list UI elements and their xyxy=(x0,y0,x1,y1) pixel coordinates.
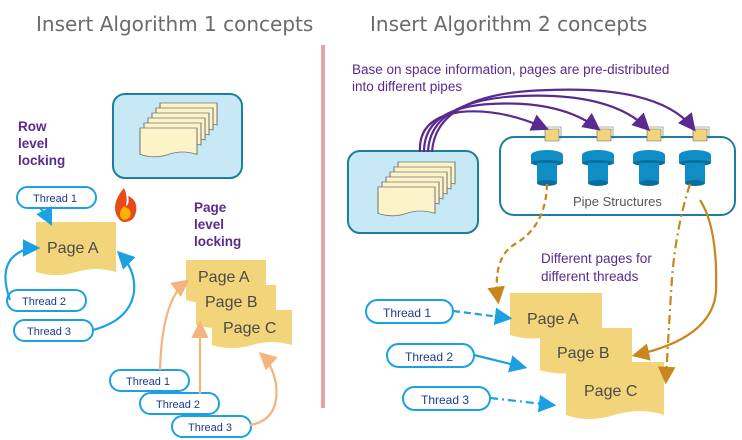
arrow-pipe1-page-a xyxy=(487,183,549,305)
page-a-label: Page A xyxy=(47,240,99,257)
left-title: Insert Algorithm 1 concepts xyxy=(36,12,313,36)
arrow-pipe4-page-b xyxy=(631,199,718,361)
left-page-c xyxy=(212,310,292,348)
distribution-arrows xyxy=(418,88,696,153)
svg-text:Thread 2: Thread 2 xyxy=(156,399,200,411)
left-page-a-label: Page A xyxy=(198,269,250,286)
svg-text:Thread 3: Thread 3 xyxy=(27,326,71,338)
arrow-page-t1 xyxy=(158,279,190,371)
svg-text:Thread 1: Thread 1 xyxy=(33,193,77,205)
fire-icon xyxy=(115,188,137,222)
arrow-right-t2 xyxy=(473,353,528,373)
right-page-a-label: Page A xyxy=(527,311,579,328)
pipe-structures-label: Pipe Structures xyxy=(573,194,662,209)
page-thread-2: Thread 2 xyxy=(139,392,220,415)
page-thread-1: Thread 1 xyxy=(109,369,190,392)
arrow-row-t3 xyxy=(92,250,136,332)
arrow-right-t3 xyxy=(489,394,557,413)
arrow-row-t1 xyxy=(36,206,52,226)
row-level-locking-label: Row level locking xyxy=(18,119,65,168)
arrow-row-t2 xyxy=(4,239,41,301)
row-thread-2: Thread 2 xyxy=(6,289,87,312)
svg-text:Thread 3: Thread 3 xyxy=(421,393,469,407)
svg-text:Thread 1: Thread 1 xyxy=(383,306,431,320)
arrow-pipe3-page-c xyxy=(657,183,692,385)
distribution-caption: Base on space information, pages are pre… xyxy=(352,62,673,94)
arrow-right-t1 xyxy=(452,307,513,326)
right-title: Insert Algorithm 2 concepts xyxy=(370,12,647,36)
right-page-a xyxy=(510,293,602,339)
arrow-page-t3 xyxy=(249,352,278,427)
row-thread-1: Thread 1 xyxy=(16,186,97,209)
page-a-single xyxy=(36,222,116,275)
svg-text:Thread 3: Thread 3 xyxy=(188,422,232,434)
different-pages-caption: Different pages for different threads xyxy=(541,251,656,284)
right-thread-1: Thread 1 xyxy=(365,299,454,324)
right-page-c-label: Page C xyxy=(584,383,637,400)
svg-text:Thread 1: Thread 1 xyxy=(126,376,170,388)
left-page-c-label: Page C xyxy=(223,320,276,337)
row-thread-3: Thread 3 xyxy=(13,319,94,342)
left-page-b-label: Page B xyxy=(205,294,257,311)
right-page-c xyxy=(566,362,664,419)
svg-text:Thread 2: Thread 2 xyxy=(22,296,66,308)
page-level-locking-label: Page level locking xyxy=(194,200,241,249)
right-thread-2: Thread 2 xyxy=(386,343,475,368)
right-page-b-label: Page B xyxy=(557,345,609,362)
page-thread-3: Thread 3 xyxy=(171,415,252,438)
svg-text:Thread 2: Thread 2 xyxy=(405,350,453,364)
right-thread-3: Thread 3 xyxy=(402,386,491,411)
